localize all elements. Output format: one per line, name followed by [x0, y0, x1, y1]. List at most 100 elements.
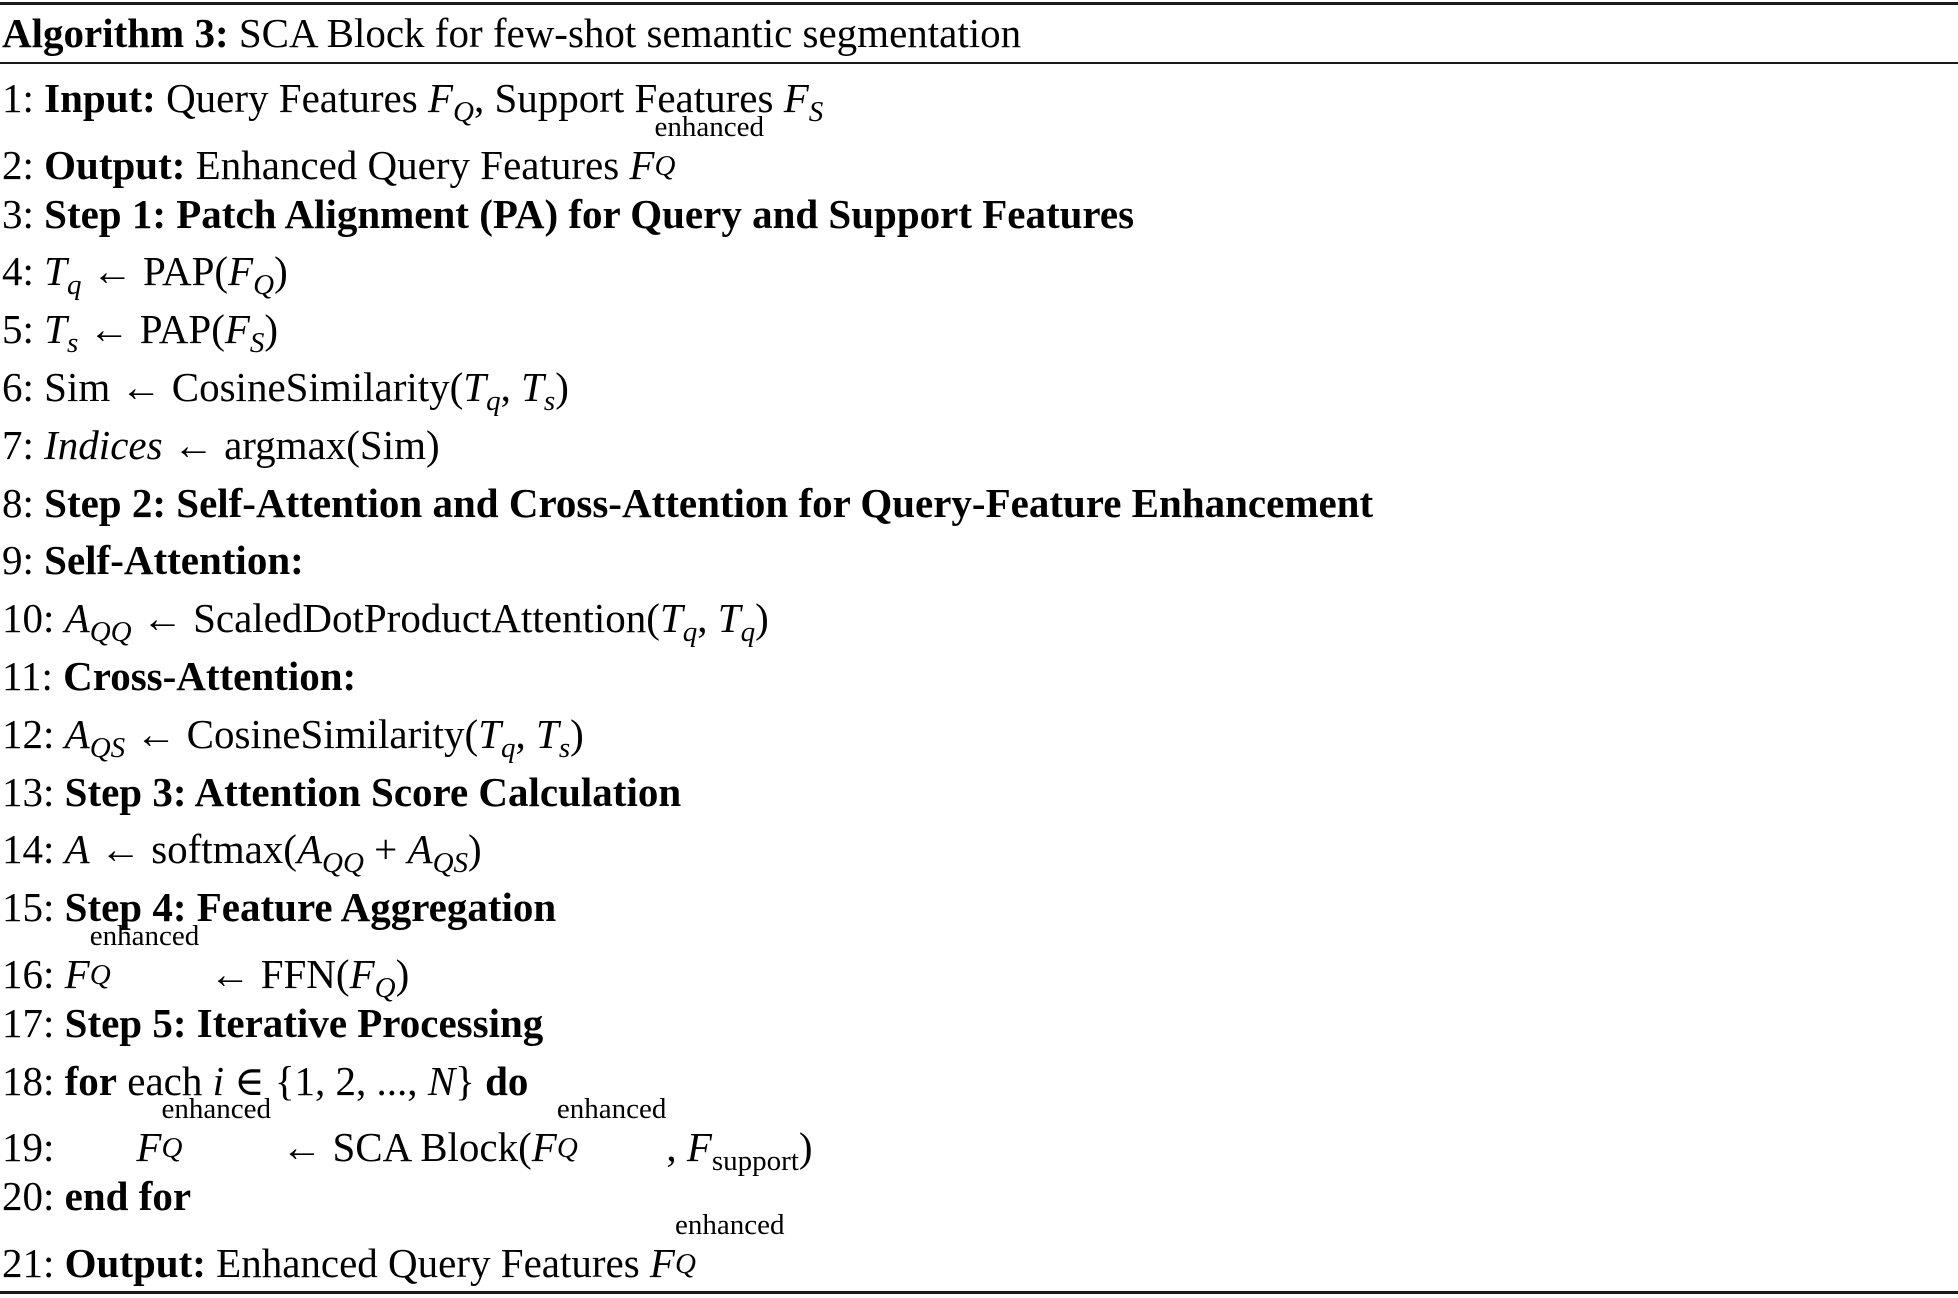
- assign-arrow: ←: [281, 1124, 323, 1171]
- function-call: PAP(: [142, 248, 229, 295]
- assign-arrow: ←: [99, 826, 141, 873]
- math-symbol: F: [629, 141, 655, 188]
- line-number: 16:: [2, 950, 55, 997]
- math-subscript: q: [66, 269, 82, 302]
- keyword: end for: [64, 1173, 192, 1220]
- math-subscript: Q: [654, 149, 676, 182]
- assign-arrow: ←: [91, 248, 133, 295]
- algorithm-line-1: 1: Input: Query Features FQ, Support Fea…: [2, 69, 1373, 127]
- step-heading: Self-Attention:: [44, 537, 304, 584]
- line-number: 18:: [2, 1057, 55, 1104]
- algorithm-line-5: 5: Ts ← PAP(FS): [2, 300, 1373, 358]
- function-call: softmax(: [151, 826, 297, 873]
- math-superscript: enhanced: [89, 919, 200, 952]
- line-number: 15:: [2, 884, 55, 931]
- math-subscript: Q: [253, 269, 275, 302]
- separator: ,: [473, 75, 485, 121]
- keyword: Input:: [44, 75, 156, 121]
- caption-title: SCA Block for few-shot semantic segmenta…: [238, 10, 1022, 56]
- line-number: 14:: [2, 826, 55, 873]
- element-of: ∈: [234, 1057, 265, 1104]
- set-close: }: [455, 1057, 475, 1104]
- line-text: Support Features: [494, 75, 774, 121]
- step-heading: Step 4: Feature Aggregation: [64, 884, 557, 931]
- line-number: 5:: [2, 306, 34, 353]
- math-subscript: Q: [556, 1132, 578, 1165]
- math-symbol: T: [44, 306, 67, 353]
- math-symbol: F: [224, 306, 250, 353]
- math-subscript: support: [711, 1145, 799, 1178]
- math-subscript: q: [740, 616, 756, 649]
- algorithm-line-11: 11: Cross-Attention:: [2, 647, 1373, 705]
- close-paren: ): [264, 306, 279, 353]
- function-call: CosineSimilarity(: [186, 710, 479, 757]
- close-paren: ): [570, 710, 584, 757]
- close-paren: ): [468, 826, 482, 873]
- math-subscript: Q: [674, 1247, 696, 1280]
- step-heading: Cross-Attention:: [63, 652, 357, 699]
- assign-arrow: ←: [135, 710, 177, 757]
- math-symbol: A: [296, 826, 322, 873]
- close-paren: ): [274, 248, 288, 295]
- function-call: SCA Block(: [332, 1124, 532, 1171]
- math-symbol: F: [136, 1124, 162, 1171]
- math-symbol: i: [212, 1057, 225, 1104]
- line-text: Enhanced Query Features: [216, 1239, 640, 1286]
- algorithm-line-18: 18: for each i ∈ {1, 2, ..., N} do: [2, 1052, 1373, 1110]
- math-subscript: q: [501, 731, 516, 764]
- algorithm-line-7: 7: Indices ← argmax(Sim): [2, 416, 1373, 474]
- assign-arrow: ←: [209, 950, 251, 997]
- function-call: ScaledDotProductAttention(: [193, 595, 660, 642]
- math-symbol: Sim: [44, 363, 111, 410]
- math-symbol: F: [649, 1239, 675, 1286]
- separator: ,: [515, 710, 526, 757]
- close-paren: ): [798, 1124, 813, 1171]
- math-symbol: F: [531, 1124, 557, 1171]
- math-symbol: A: [64, 595, 90, 642]
- assign-arrow: ←: [141, 595, 183, 642]
- assign-arrow: ←: [120, 363, 162, 410]
- math-symbol: F: [228, 248, 254, 295]
- line-number: 21:: [2, 1239, 55, 1286]
- step-heading: Step 3: Attention Score Calculation: [64, 768, 682, 815]
- math-subscript: QS: [432, 847, 469, 880]
- math-superscript: enhanced: [654, 110, 764, 143]
- math-subscript: S: [249, 327, 265, 360]
- math-symbol: A: [64, 710, 90, 757]
- line-number: 17:: [2, 999, 55, 1046]
- close-paren: ): [555, 363, 569, 410]
- caption-rule: [0, 62, 1958, 64]
- separator: ,: [666, 1124, 677, 1171]
- math-subscript: q: [682, 616, 698, 649]
- plus-operator: +: [374, 826, 398, 873]
- math-symbol: T: [463, 363, 487, 410]
- algorithm-line-17: 17: Step 5: Iterative Processing: [2, 994, 1373, 1052]
- math-symbol: F: [349, 950, 375, 997]
- algorithm-line-4: 4: Tq ← PAP(FQ): [2, 242, 1373, 300]
- math-subscript: S: [808, 96, 824, 128]
- algorithm-line-3: 3: Step 1: Patch Alignment (PA) for Quer…: [2, 185, 1373, 243]
- assign-arrow: ←: [88, 306, 130, 353]
- math-symbol: A: [407, 826, 433, 873]
- math-subscript: Q: [452, 96, 474, 128]
- line-text: Query Features: [166, 75, 418, 121]
- step-heading: Step 2: Self-Attention and Cross-Attenti…: [44, 479, 1374, 526]
- algorithm-caption: Algorithm 3: SCA Block for few-shot sema…: [2, 4, 1021, 62]
- math-superscript: enhanced: [161, 1093, 271, 1126]
- bottom-rule: [0, 1291, 1958, 1294]
- math-symbol: A: [64, 826, 90, 873]
- set-open: {1, 2, ...,: [274, 1057, 428, 1104]
- assign-arrow: ←: [172, 421, 214, 468]
- algorithm-line-12: 12: AQS ← CosineSimilarity(Tq, Ts): [2, 705, 1373, 763]
- line-number: 2:: [2, 141, 34, 188]
- algorithm-line-15: 15: Step 4: Feature Aggregation: [2, 878, 1373, 936]
- keyword: Output:: [64, 1239, 206, 1286]
- algorithm-line-13: 13: Step 3: Attention Score Calculation: [2, 763, 1373, 821]
- math-superscript: enhanced: [556, 1093, 667, 1126]
- math-subscript: s: [558, 731, 571, 764]
